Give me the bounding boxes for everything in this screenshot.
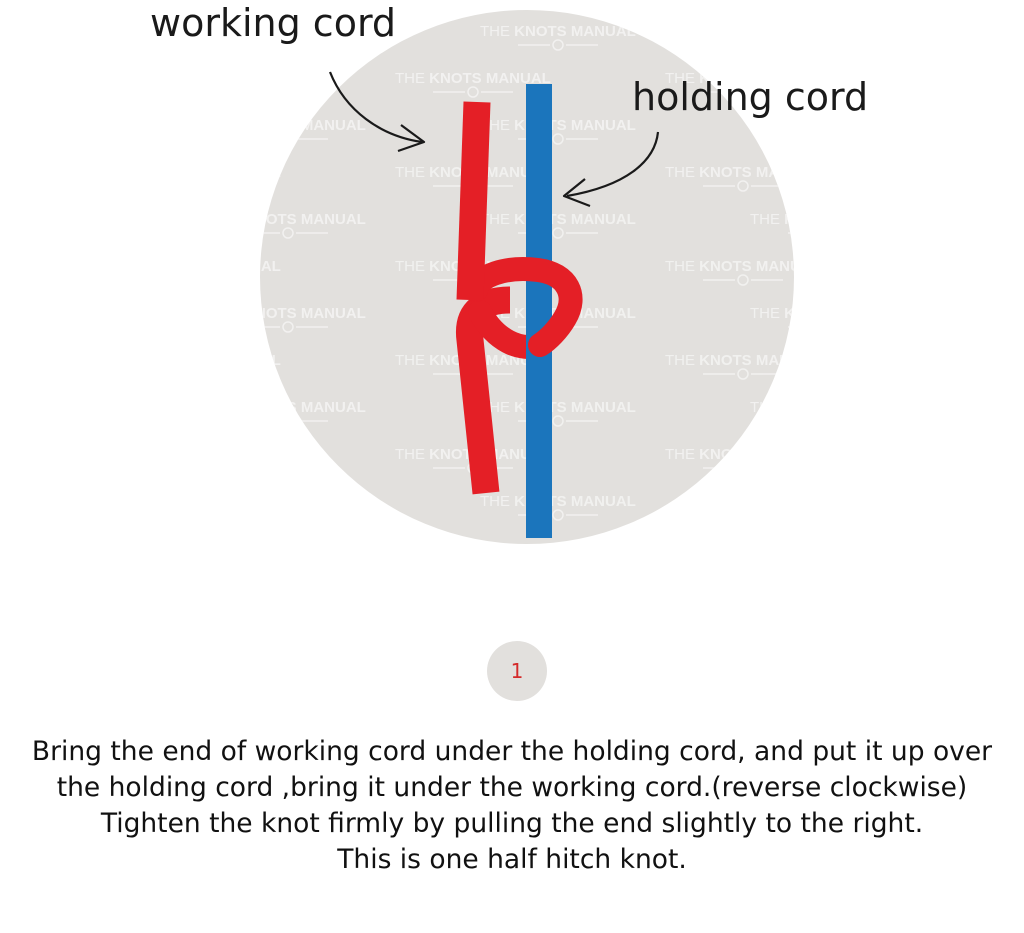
watermark-text: THE KNOTS MANUAL	[480, 211, 636, 228]
watermark-text: THE KNOTS MANUAL	[750, 117, 906, 134]
watermark-text: THE KNOTS MANUAL	[750, 305, 906, 322]
watermark-knot-icon	[467, 86, 479, 98]
watermark-knot-icon	[1008, 463, 1018, 473]
watermark-text: THE KNOTS MANUAL	[210, 211, 366, 228]
instruction-line-2: the holding cord ,bring it under the wor…	[56, 772, 968, 803]
watermark-text: THE KNOTS MANUAL	[750, 493, 906, 510]
watermark-knot-icon	[1008, 369, 1018, 379]
working-cord-loop-over	[464, 257, 583, 357]
working-cord-upper-strand	[456, 101, 491, 301]
watermark-text: THE KNOTS MANUAL	[935, 352, 1024, 369]
watermark-knot-icon	[823, 322, 833, 332]
watermark-knot-icon	[1008, 87, 1018, 97]
watermark-text: THE KNOTS MANUAL	[480, 399, 636, 416]
watermark-knot-icon	[198, 369, 208, 379]
watermark-knot-icon	[552, 39, 564, 51]
watermark-text: THE KNOTS MANUAL	[125, 164, 281, 181]
watermark-knot-icon	[198, 181, 208, 191]
watermark-text: THE KNOTS MANUAL	[1020, 23, 1024, 40]
watermark-text: THE KNOTS MANUAL	[125, 352, 281, 369]
watermark-text: THE KNOTS MANUAL	[210, 117, 366, 134]
watermark-text: THE KNOTS MANUAL	[480, 117, 636, 134]
watermark-text: THE KNOTS MANUAL	[665, 446, 821, 463]
watermark-text: THE KNOTS MANUAL	[935, 70, 1024, 87]
watermark-text: THE KNOTS MANUAL	[1020, 399, 1024, 416]
watermark-text: THE KNOTS MANUAL	[935, 446, 1024, 463]
watermark-knot-icon	[1008, 181, 1018, 191]
watermark-text: THE KNOTS MANUAL	[1020, 211, 1024, 228]
watermark-knot-icon	[282, 133, 294, 145]
instructions-text: Bring the end of working cord under the …	[0, 734, 1024, 878]
watermark-text: THE KNOTS MANUAL	[125, 258, 281, 275]
watermark-text: THE KNOTS MANUAL	[1020, 305, 1024, 322]
watermark-text: THE KNOTS MANUAL	[935, 164, 1024, 181]
watermark-text: THE KNOTS MANUAL	[125, 446, 281, 463]
watermark-text: THE KNOTS MANUAL	[210, 305, 366, 322]
instruction-line-1: Bring the end of working cord under the …	[31, 736, 993, 767]
watermark-knot-icon	[282, 321, 294, 333]
watermark-knot-icon	[552, 227, 564, 239]
step-number: 1	[510, 659, 524, 683]
watermark-text: THE KNOTS MANUAL	[395, 164, 551, 181]
watermark-knot-icon	[823, 134, 833, 144]
watermark-text: THE KNOTS MANUAL	[1020, 117, 1024, 134]
watermark-knot-icon	[823, 510, 833, 520]
watermark-knot-icon	[737, 274, 749, 286]
watermark-text: THE KNOTS MANUAL	[210, 493, 366, 510]
instruction-line-4: This is one half hitch knot.	[337, 844, 687, 875]
watermark-knot-icon	[282, 415, 294, 427]
holding-cord	[526, 84, 552, 538]
watermark-knot-icon	[282, 227, 294, 239]
watermark-knot-icon	[737, 368, 749, 380]
watermark-knot-icon	[198, 275, 208, 285]
watermark-text: THE KNOTS MANUAL	[750, 211, 906, 228]
watermark-knot-icon	[198, 463, 208, 473]
watermark-text: THE KNOTS MANUAL	[665, 352, 821, 369]
watermark-knot-icon	[552, 415, 564, 427]
half-hitch-diagram: THE KNOTS MANUAL THE KNOTS MANUAL THE KNOT…	[125, 10, 1024, 544]
watermark-knot-icon	[1008, 275, 1018, 285]
watermark-knot-icon	[823, 40, 833, 50]
working-cord-label: working cord	[150, 1, 397, 45]
watermark-text: THE KNOTS MANUAL	[1020, 493, 1024, 510]
instruction-line-3: Tighten the knot firmly by pulling the e…	[100, 808, 924, 839]
step-number-badge: 1	[487, 641, 547, 701]
watermark-text: THE KNOTS MANUAL	[395, 70, 551, 87]
watermark-text: THE KNOTS MANUAL	[665, 164, 821, 181]
watermark-knot-icon	[552, 509, 564, 521]
working-cord-arrow	[328, 71, 426, 153]
watermark-text: THE KNOTS MANUAL	[750, 399, 906, 416]
watermark-text: THE KNOTS MANUAL	[480, 23, 636, 40]
watermark-knot-icon	[552, 133, 564, 145]
watermark-text: THE KNOTS MANUAL	[210, 399, 366, 416]
holding-cord-label: holding cord	[632, 75, 869, 119]
watermark-knot-icon	[282, 509, 294, 521]
watermark-knot-icon	[737, 180, 749, 192]
watermark-text: THE KNOTS MANUAL	[125, 70, 281, 87]
watermark-knot-icon	[737, 462, 749, 474]
watermark-text: THE KNOTS MANUAL	[750, 23, 906, 40]
watermark-knot-icon	[198, 87, 208, 97]
watermark-knot-icon	[823, 228, 833, 238]
watermark-knot-icon	[823, 416, 833, 426]
holding-cord-arrow	[562, 131, 660, 208]
watermark-text: THE KNOTS MANUAL	[480, 493, 636, 510]
watermark-text: THE KNOTS MANUAL	[935, 258, 1024, 275]
watermark-text: THE KNOTS MANUAL	[665, 258, 821, 275]
